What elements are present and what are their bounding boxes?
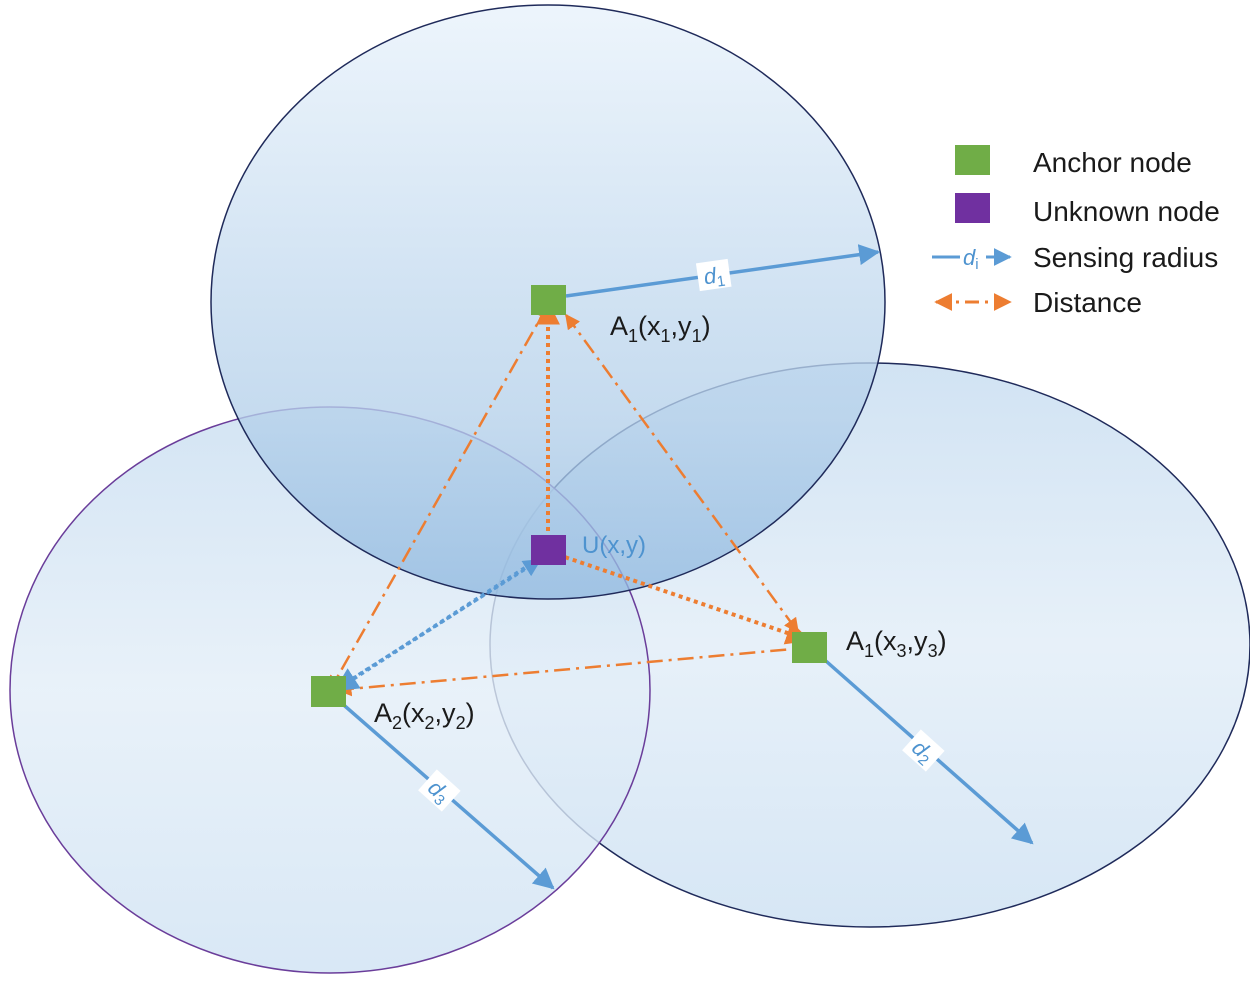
legend-unknown-swatch bbox=[955, 193, 990, 223]
legend-unknown-label: Unknown node bbox=[1033, 196, 1220, 227]
anchor-label-a1: A1(x1,y1) bbox=[610, 311, 711, 346]
legend: Anchor node Unknown node di Sensing radi… bbox=[932, 145, 1220, 318]
anchor-node-a2 bbox=[311, 676, 346, 707]
anchor-label-a3: A1(x3,y3) bbox=[846, 626, 947, 661]
distance-line-a2-a3 bbox=[336, 646, 805, 697]
distance-line-a1-a3 bbox=[564, 313, 800, 634]
distance-line-u-a3 bbox=[549, 550, 811, 645]
legend-radius-swatch: di bbox=[932, 243, 1012, 273]
anchor-node-a1 bbox=[531, 285, 566, 315]
anchor-node-a3 bbox=[792, 632, 827, 663]
anchor-label-a2: A2(x2,y2) bbox=[374, 698, 475, 733]
legend-anchor-label: Anchor node bbox=[1033, 147, 1192, 178]
radius-label-d1: d1 bbox=[695, 258, 732, 293]
distance-line-a1-a2 bbox=[328, 303, 550, 692]
legend-anchor-swatch bbox=[955, 145, 990, 175]
svg-text:d1: d1 bbox=[702, 262, 726, 293]
legend-radius-label: Sensing radius bbox=[1033, 242, 1218, 273]
unknown-node bbox=[531, 535, 566, 565]
distance-line-a2-u bbox=[344, 558, 542, 685]
legend-distance-label: Distance bbox=[1033, 287, 1142, 318]
radius-label-d2: d2 bbox=[902, 729, 945, 772]
unknown-node-label: U(x,y) bbox=[582, 532, 646, 559]
svg-text:di: di bbox=[963, 245, 979, 273]
